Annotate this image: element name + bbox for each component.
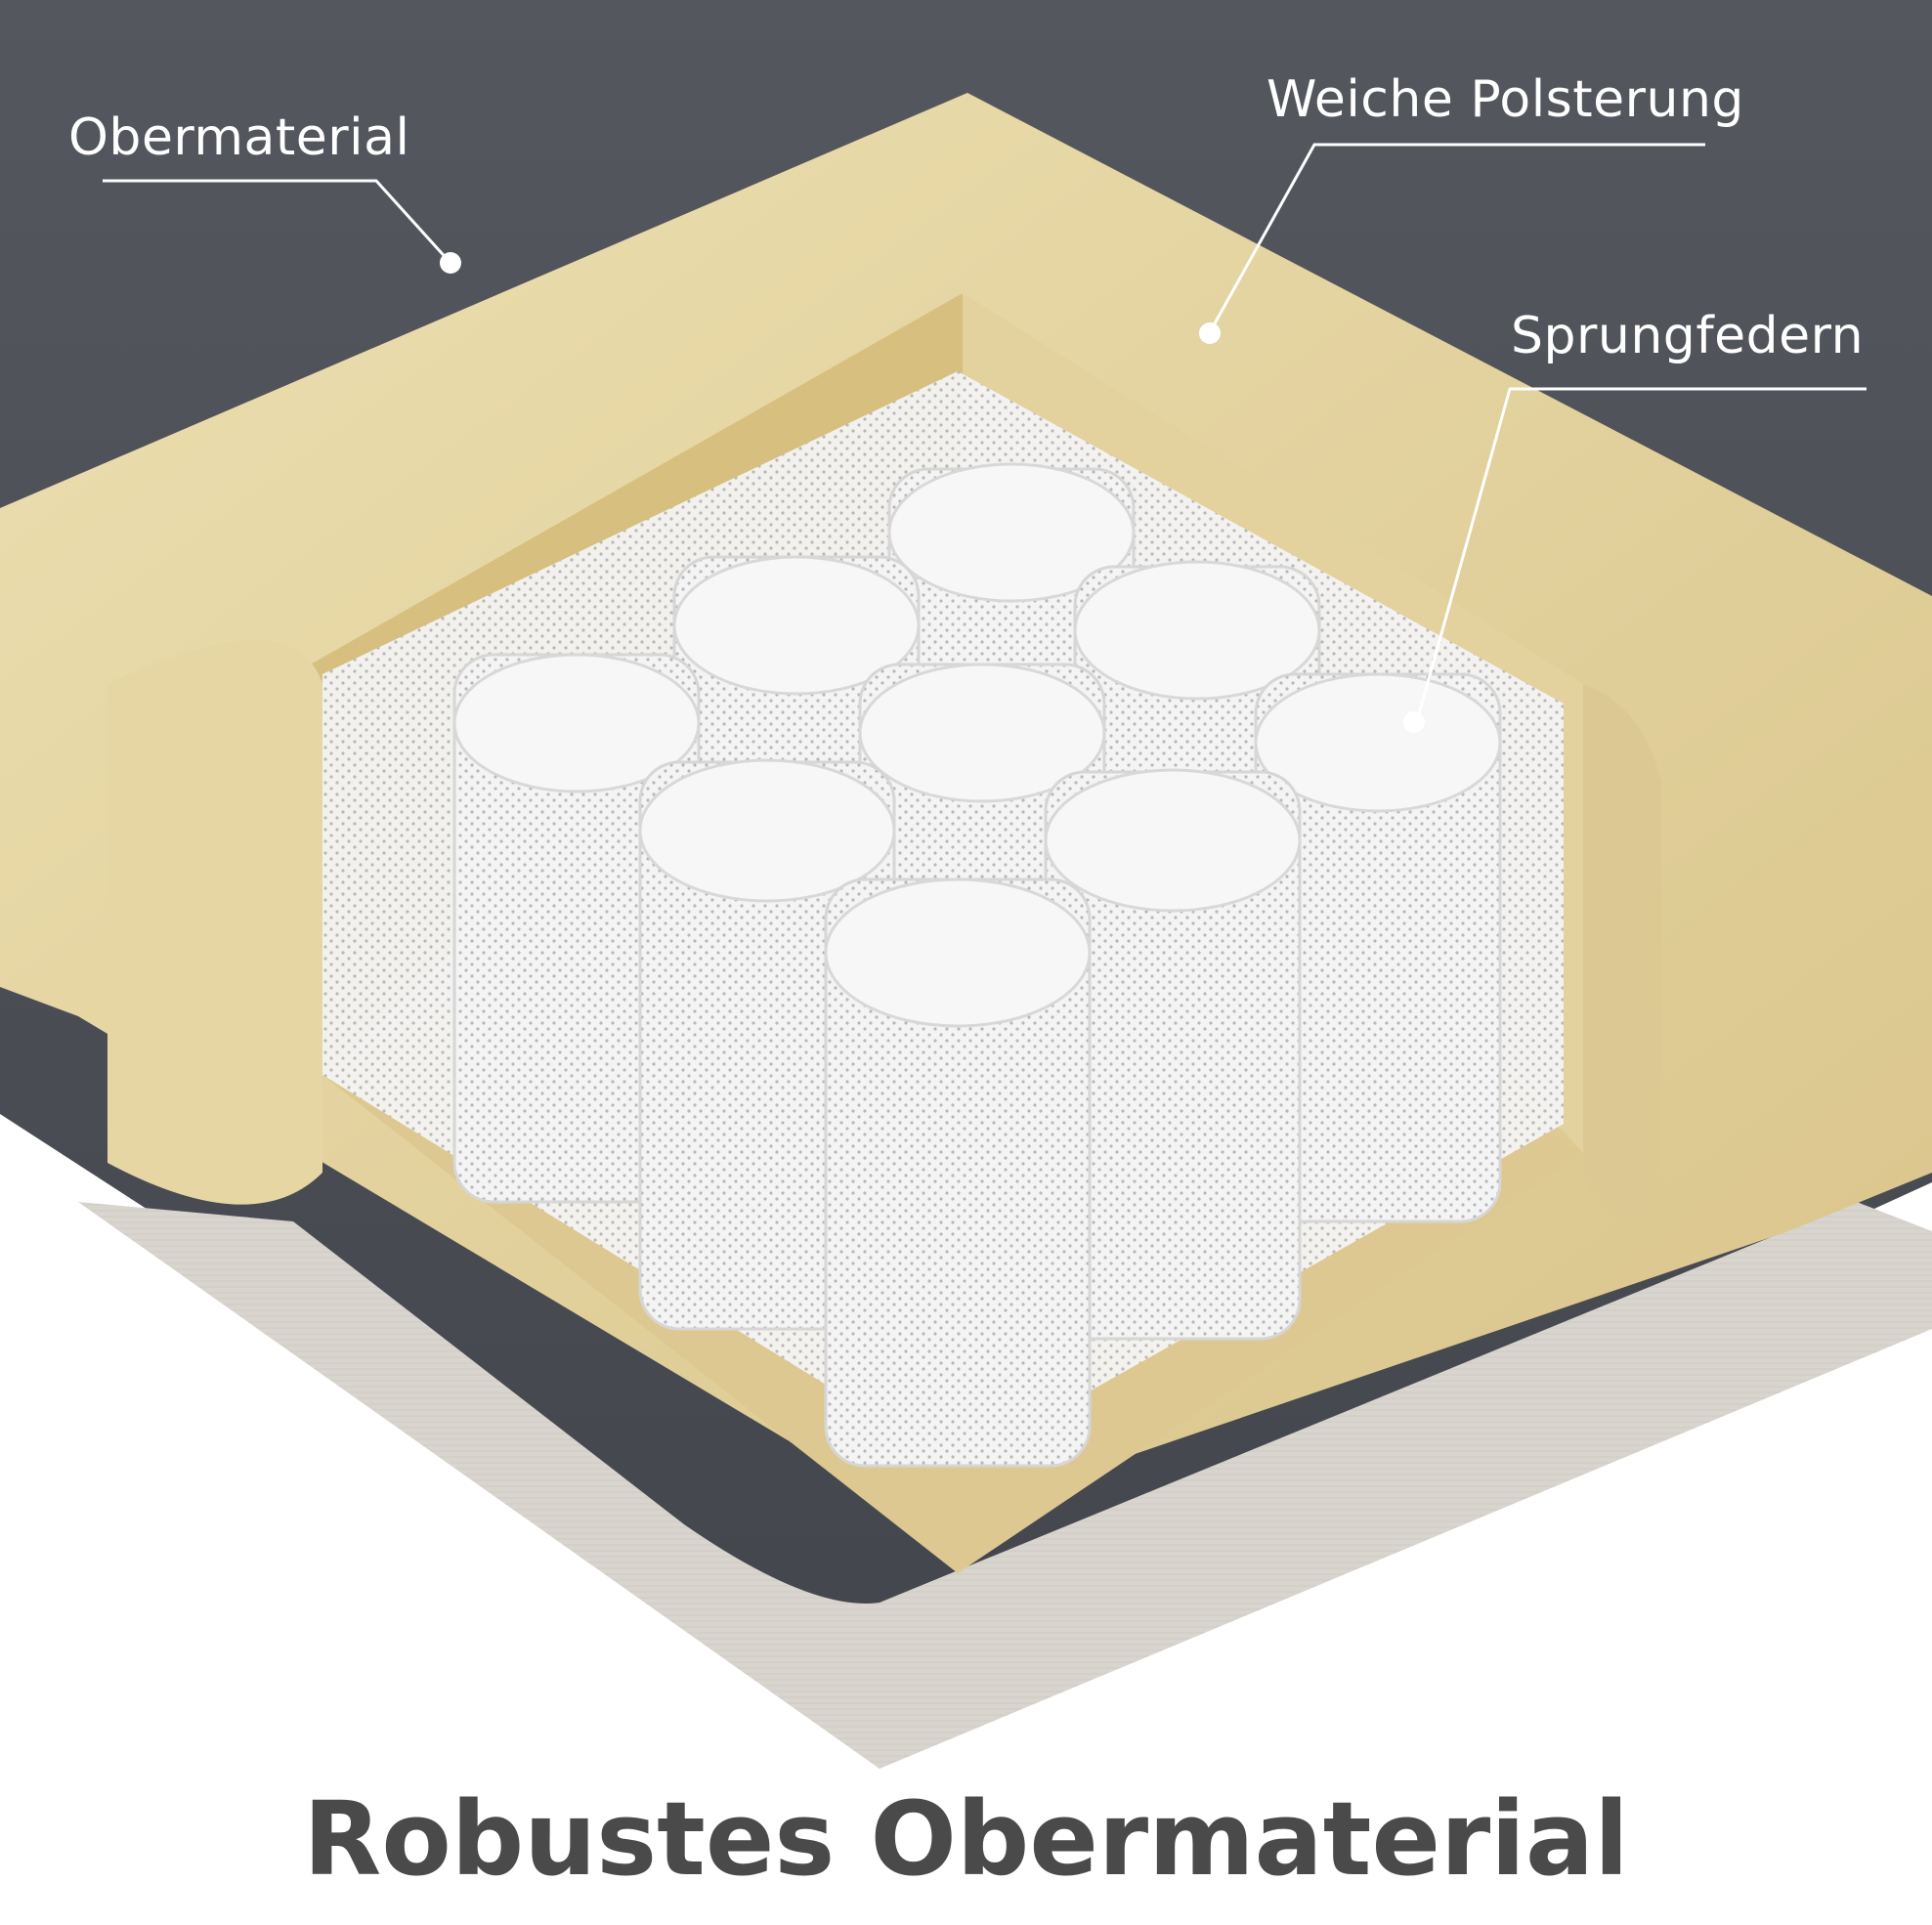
foam-front-right-edge xyxy=(1583,684,1661,1221)
leader-line-sprungfedern xyxy=(1415,387,1867,722)
leader-dot-obermaterial xyxy=(440,252,461,274)
base-fabric-layer xyxy=(78,1202,1932,1769)
callout-label-obermaterial: Obermaterial xyxy=(68,108,410,167)
leader-line-obermaterial xyxy=(103,179,451,264)
leader-line-weiche-polsterung xyxy=(1208,143,1705,333)
leader-dot-sprungfedern xyxy=(1403,711,1425,733)
callout-leaders xyxy=(103,143,1867,722)
foam-front-left-edge xyxy=(107,640,322,1205)
pocket-spring xyxy=(452,653,701,1204)
pocket-spring xyxy=(824,877,1092,1468)
callout-label-sprungfedern: Sprungfedern xyxy=(1511,307,1865,365)
pocket-springs xyxy=(452,462,1502,1468)
callout-label-weiche-polsterung: Weiche Polsterung xyxy=(1267,70,1744,129)
pocket-spring xyxy=(1044,768,1302,1341)
caption-title: Robustes Obermaterial xyxy=(303,1779,1629,1899)
leader-dot-weiche-polsterung xyxy=(1199,322,1221,344)
